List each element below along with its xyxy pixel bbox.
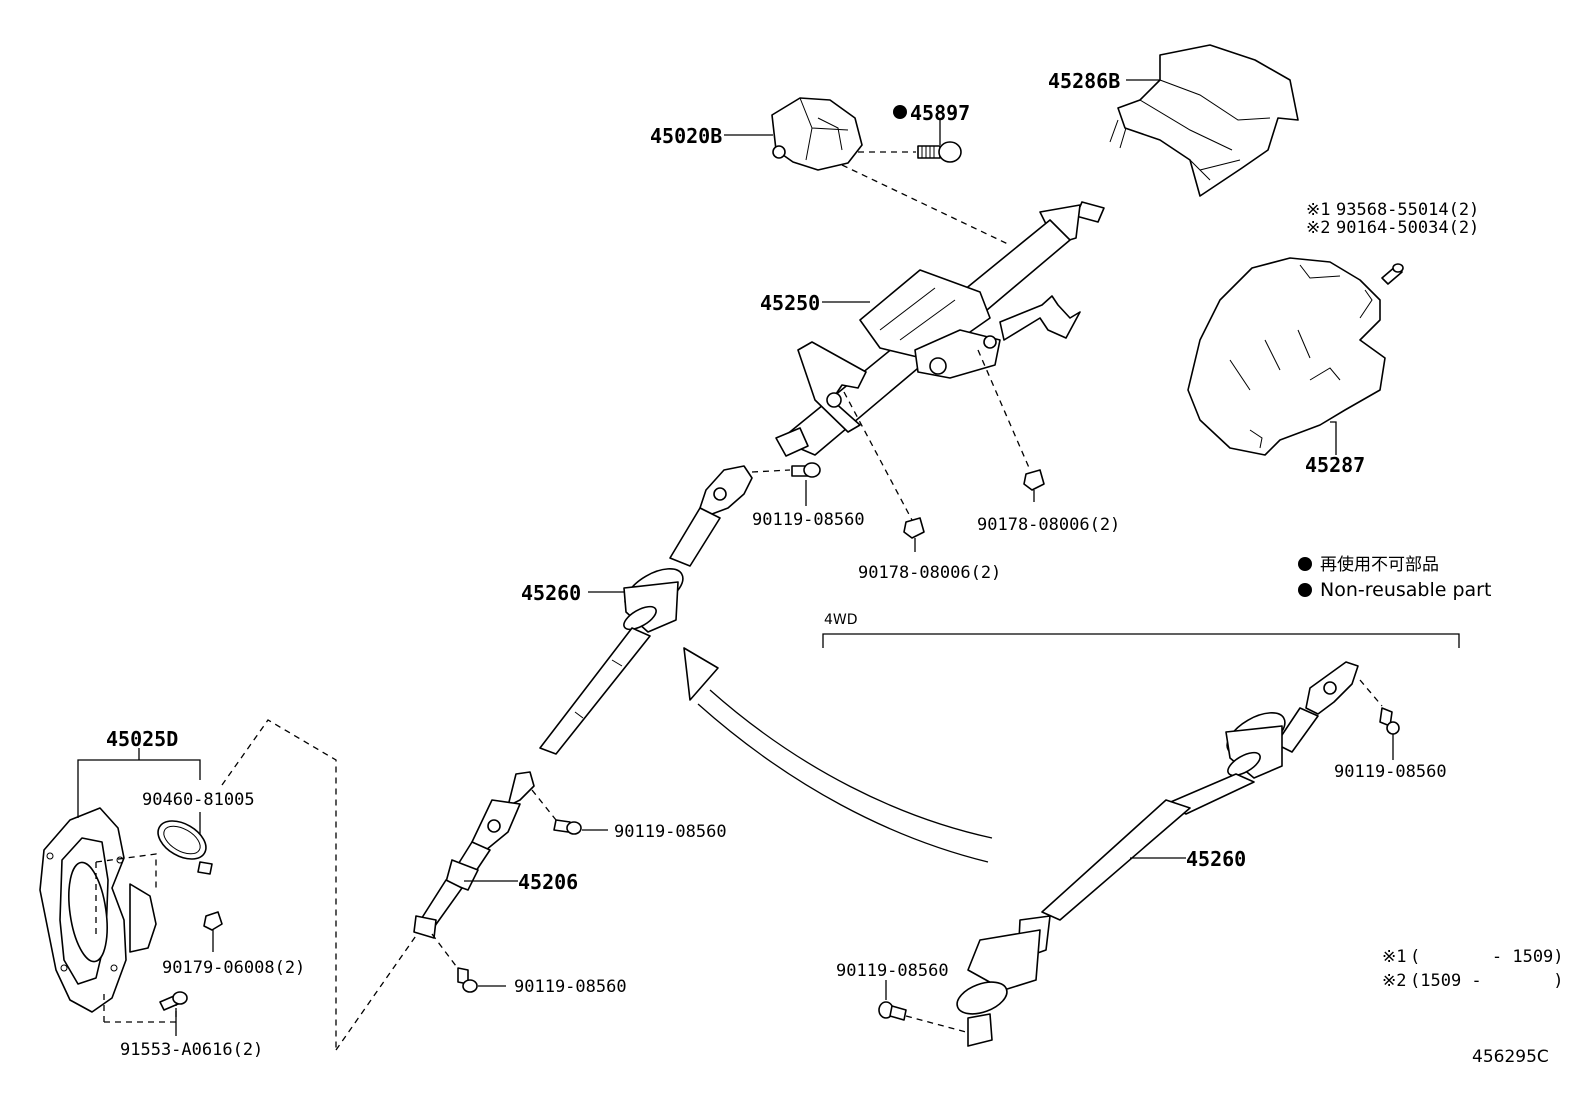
part-90460-ring xyxy=(157,820,213,875)
nut-90179 xyxy=(203,911,223,931)
bolt-90119-low xyxy=(457,967,478,993)
label-nut-right: 90178-08006(2) xyxy=(977,515,1120,535)
part-45260-upper-drawing xyxy=(539,465,753,755)
label-bolt-4wd-top: 90119-08560 xyxy=(1334,762,1447,782)
part-45020b-drawing xyxy=(771,97,863,171)
label-45897: 45897 xyxy=(910,101,970,125)
part-45206-drawing xyxy=(413,771,535,939)
legend-dot-en xyxy=(1298,583,1312,597)
4wd-bracket xyxy=(822,633,1460,648)
part-45897-screw xyxy=(917,141,962,163)
note2-mark: ※2 xyxy=(1306,218,1330,238)
footnote1-mark: ※1 xyxy=(1382,947,1406,967)
label-bolt-4wd-low: 90119-08560 xyxy=(836,961,949,981)
screw-45287 xyxy=(1381,263,1404,285)
part-45287-drawing xyxy=(1187,257,1386,456)
label-45020b: 45020B xyxy=(650,124,722,148)
part-45025d-drawing xyxy=(39,807,157,1013)
label-4wd: 4WD xyxy=(824,612,858,628)
footnote2-text: (1509 - ) xyxy=(1410,971,1564,991)
bolt-90119-4wd-top xyxy=(1379,707,1400,735)
figure-id: 456295C xyxy=(1472,1047,1549,1067)
label-nut-left: 90178-08006(2) xyxy=(858,563,1001,583)
label-45250: 45250 xyxy=(760,291,820,315)
nut-right xyxy=(1023,469,1045,491)
label-90179: 90179-06008(2) xyxy=(162,958,305,978)
assembly-arrow xyxy=(683,647,993,863)
label-91553: 91553-A0616(2) xyxy=(120,1040,263,1060)
bolt-90119-4wd-low xyxy=(878,1001,907,1021)
legend-dot-jp xyxy=(1298,557,1312,571)
note1-code: 93568-55014(2) xyxy=(1336,200,1479,220)
label-90460: 90460-81005 xyxy=(142,790,255,810)
footnote2-mark: ※2 xyxy=(1382,971,1406,991)
label-bolt-upper: 90119-08560 xyxy=(752,510,865,530)
legend-jp: 再使用不可部品 xyxy=(1320,554,1439,575)
label-45025d: 45025D xyxy=(106,727,178,751)
bolt-90119-mid xyxy=(553,819,582,835)
label-45206: 45206 xyxy=(518,870,578,894)
note1-mark: ※1 xyxy=(1306,200,1330,220)
label-45286b: 45286B xyxy=(1048,69,1120,93)
note2-code: 90164-50034(2) xyxy=(1336,218,1479,238)
footnote1-text: ( - 1509) xyxy=(1410,947,1564,967)
bolt-90119-upper xyxy=(791,462,821,478)
nut-left xyxy=(903,517,925,539)
label-45260-upper: 45260 xyxy=(521,581,581,605)
part-45250-drawing xyxy=(775,201,1105,457)
legend-en: Non-reusable part xyxy=(1320,579,1491,601)
label-45287: 45287 xyxy=(1305,453,1365,477)
label-45260-4wd: 45260 xyxy=(1186,847,1246,871)
part-45260-4wd-drawing xyxy=(956,661,1359,1047)
bolt-91553 xyxy=(159,991,188,1011)
label-bolt-low: 90119-08560 xyxy=(514,977,627,997)
part-45286b-drawing xyxy=(1109,44,1299,197)
label-bolt-mid: 90119-08560 xyxy=(614,822,727,842)
non-reusable-dot-45897 xyxy=(893,105,907,119)
